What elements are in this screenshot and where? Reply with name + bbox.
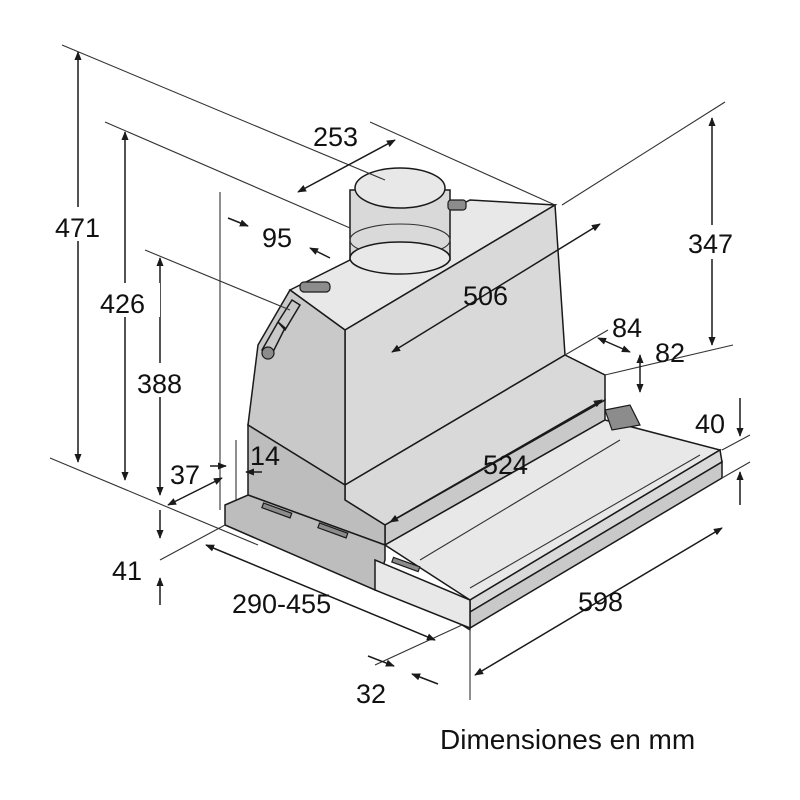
dim-label-14: 14 bbox=[250, 441, 280, 471]
bracket-knob bbox=[261, 346, 275, 360]
dim-line-95 bbox=[227, 217, 249, 227]
dim-label-82: 82 bbox=[655, 338, 685, 368]
dim-label-426: 426 bbox=[100, 289, 145, 319]
base-slot-1 bbox=[261, 502, 293, 519]
base-slot-2 bbox=[317, 522, 349, 539]
dim-label-84: 84 bbox=[612, 313, 642, 343]
dim-line-95b bbox=[309, 247, 331, 259]
dim-line-32a bbox=[367, 655, 395, 667]
top-clip-right bbox=[447, 199, 467, 211]
exhaust-collar-bottom bbox=[349, 241, 451, 275]
dim-label-95: 95 bbox=[262, 223, 292, 253]
units-caption: Dimensiones en mm bbox=[440, 724, 696, 755]
dim-line-290-455 bbox=[205, 544, 436, 641]
dim-label-524: 524 bbox=[483, 450, 528, 480]
exhaust-collar-top bbox=[354, 167, 446, 209]
extension-lines bbox=[49, 44, 751, 700]
dim-line-32b bbox=[411, 673, 439, 685]
dim-line-37 bbox=[167, 477, 223, 506]
dim-label-40: 40 bbox=[695, 409, 725, 439]
dim-label-290-455: 290-455 bbox=[232, 589, 331, 619]
dim-label-32: 32 bbox=[356, 679, 386, 709]
dimension-lines bbox=[74, 51, 744, 685]
dim-label-598: 598 bbox=[578, 587, 623, 617]
dim-line-524 bbox=[389, 399, 603, 523]
top-clip-left bbox=[299, 281, 331, 293]
dim-line-253 bbox=[297, 139, 396, 193]
hood-body bbox=[224, 167, 723, 632]
dim-line-84 bbox=[597, 337, 631, 353]
dim-label-37: 37 bbox=[170, 460, 200, 490]
hood-left-face bbox=[247, 288, 346, 487]
rear-tab bbox=[604, 404, 641, 431]
dim-line-506 bbox=[391, 223, 601, 353]
dim-label-347: 347 bbox=[688, 229, 733, 259]
dim-label-506: 506 bbox=[463, 281, 508, 311]
dim-label-253: 253 bbox=[313, 122, 358, 152]
dim-label-471: 471 bbox=[55, 213, 100, 243]
dim-line-598 bbox=[474, 527, 723, 676]
dim-label-388: 388 bbox=[137, 369, 182, 399]
dimension-labels: 471 426 388 253 95 506 347 84 82 524 40 … bbox=[52, 122, 748, 709]
dim-label-41: 41 bbox=[112, 556, 142, 586]
